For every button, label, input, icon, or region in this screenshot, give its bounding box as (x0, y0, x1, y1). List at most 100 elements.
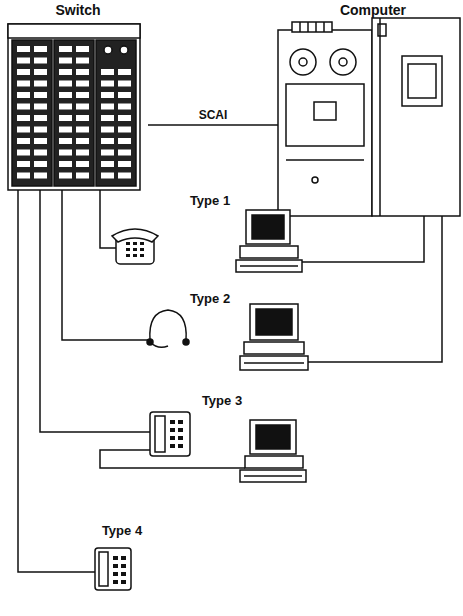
drawing-part (133, 254, 137, 257)
drawing-part (118, 104, 131, 110)
type-label: Type 2 (190, 291, 230, 306)
switch-cabinet: Switch (8, 2, 148, 190)
drawing-part (95, 548, 131, 590)
drawing-part (236, 260, 302, 272)
drawing-part (118, 69, 131, 75)
drawing-part (101, 69, 114, 75)
drawing-part (100, 190, 116, 248)
drawing-part (339, 58, 347, 66)
drawing-part (126, 242, 130, 245)
drawing-part (59, 104, 72, 110)
drawing-part (59, 127, 72, 133)
drawing-part (17, 69, 30, 75)
drawing-part (250, 420, 296, 454)
drawing-part (178, 436, 183, 440)
drawing-part (101, 127, 114, 133)
drawing-part (170, 420, 175, 424)
drawing-part (59, 69, 72, 75)
drawing-part (118, 138, 131, 144)
drawing-part (101, 92, 114, 98)
drawing-part (240, 356, 308, 370)
drawing-part (54, 40, 94, 186)
drawing-part (240, 265, 298, 267)
drawing-part (150, 412, 190, 456)
drawing-part (59, 92, 72, 98)
drawing-part (244, 342, 304, 354)
drawing-part (256, 425, 290, 449)
drawing-part (17, 81, 30, 87)
drawing-part (76, 173, 89, 179)
drawing-part (244, 475, 302, 477)
drawing-part (34, 115, 47, 121)
drawing-part (17, 138, 30, 144)
drawing-part (299, 22, 301, 32)
drawing-part (59, 173, 72, 179)
drawing-part (118, 161, 131, 167)
drawing-part (76, 127, 89, 133)
drawing-part (314, 102, 336, 120)
drawing-part (299, 58, 307, 66)
drawing-part (34, 46, 47, 52)
drawing-part (330, 49, 356, 75)
drawing-part (372, 18, 460, 216)
drawing-part (118, 81, 131, 87)
drawing-part (76, 69, 89, 75)
drawing-part (17, 46, 131, 179)
type-label: Type 4 (102, 523, 142, 538)
drawing-part (34, 104, 47, 110)
scai-link (148, 125, 278, 126)
drawing-part (118, 92, 131, 98)
drawing-part (113, 556, 126, 584)
drawing-part (18, 190, 95, 572)
connector-line (148, 124, 278, 126)
drawing-part (76, 138, 89, 144)
drawing-part (305, 216, 442, 362)
drawing-part (378, 24, 386, 36)
drawing-part (292, 22, 332, 32)
drawing-part (118, 115, 131, 121)
drawing-part (312, 177, 318, 183)
drawing-part (120, 46, 128, 54)
drawing-part (59, 58, 72, 64)
drawing-part (17, 104, 30, 110)
drawing-part (59, 115, 72, 121)
drawing-part (40, 190, 150, 432)
drawing-part (8, 18, 460, 590)
drawing-part (183, 339, 189, 345)
drawing-part (178, 428, 183, 432)
drawing-part (76, 58, 89, 64)
drawing-part (178, 420, 183, 424)
drawing-part (286, 159, 364, 161)
drawing-part (170, 420, 183, 448)
drawing-part (118, 150, 131, 156)
drawing-part (113, 564, 118, 568)
drawing-part (140, 242, 144, 245)
drawing-part (96, 40, 136, 186)
drawing-part (278, 30, 372, 216)
drawing-part (76, 92, 89, 98)
drawing-part (101, 150, 114, 156)
drawing-part (34, 138, 47, 144)
drawing-part (34, 127, 47, 133)
drawing-part (323, 22, 325, 32)
drawing-part (140, 248, 144, 251)
drawing-part (34, 173, 47, 179)
drawing-part (170, 444, 175, 448)
drawing-part (8, 24, 140, 190)
drawing-part (34, 81, 47, 87)
drawing-part (59, 81, 72, 87)
link-label: SCAI (197, 108, 230, 122)
drawing-part (170, 428, 175, 432)
drawing-part (17, 173, 30, 179)
drawing-part (256, 309, 292, 335)
drawing-part (101, 173, 114, 179)
drawing-part (113, 572, 118, 576)
drawing-part (252, 215, 284, 239)
drawing-part (99, 552, 108, 586)
drawing-part (118, 127, 131, 133)
drawing-part (34, 161, 47, 167)
drawing-part (12, 40, 52, 186)
drawing-part (101, 138, 114, 144)
drawing-part (113, 580, 118, 584)
drawing-part (150, 310, 186, 340)
